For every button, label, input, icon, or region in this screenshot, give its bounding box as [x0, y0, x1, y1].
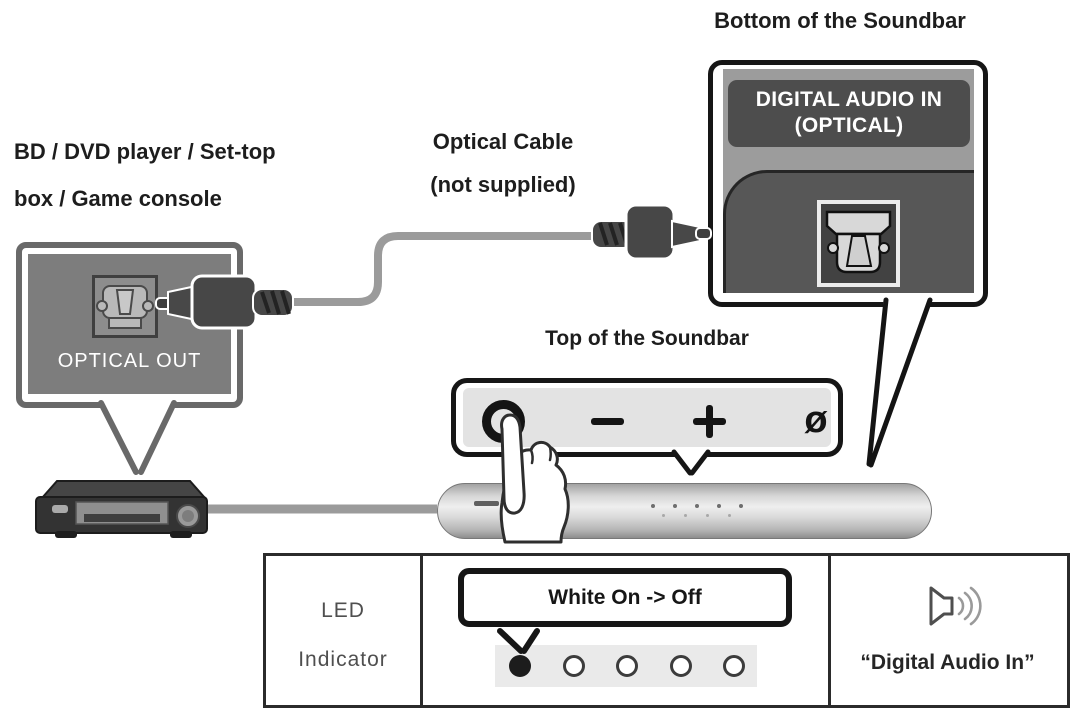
toslink-connector-right-icon [591, 203, 712, 261]
led-indicator-row-header: LED Indicator [266, 586, 420, 684]
led-indicator-1-on [509, 655, 531, 677]
soundbar-led-dot [717, 504, 721, 508]
soundbar-led-dot [739, 504, 743, 508]
dvd-player-illustration [35, 480, 208, 538]
optical-out-label: OPTICAL OUT [57, 350, 202, 372]
source-device-callout-box: OPTICAL OUT [16, 242, 243, 408]
digital-audio-in-label-line2: (OPTICAL) [794, 114, 904, 137]
soundbar-led-dot [728, 514, 731, 517]
led-indicator-table: LED Indicator White On -> Off “Digital A… [263, 553, 1070, 708]
optical-cable-title-line1: Optical Cable [432, 129, 574, 154]
led-indicator-row-header-line2: Indicator [298, 648, 388, 671]
source-device-title-line2: box / Game console [14, 186, 222, 211]
led-strip [495, 645, 757, 687]
speaker-icon [915, 580, 995, 636]
led-indicator-5-off [723, 655, 745, 677]
top-of-soundbar-title: Top of the Soundbar [545, 327, 749, 350]
soundbar-slot-mark [474, 501, 499, 506]
optical-cable-title-line2: (not supplied) [430, 172, 576, 197]
mic-off-symbol: ø [804, 399, 828, 441]
table-divider [828, 556, 831, 705]
soundbar-top-panel-callout: ø [451, 378, 843, 457]
soundbar-led-dot [684, 514, 687, 517]
soundbar-led-dot [706, 514, 709, 517]
source-device-title-line1: BD / DVD player / Set-top [14, 139, 276, 164]
led-indicator-3-off [616, 655, 638, 677]
led-indicator-row-header-line1: LED [321, 599, 365, 622]
digital-audio-in-label-line1: DIGITAL AUDIO IN [755, 88, 943, 111]
soundbar-bottom-callout-box: DIGITAL AUDIO IN (OPTICAL) [708, 60, 988, 307]
voice-prompt-text: “Digital Audio In” [860, 651, 1035, 674]
optical-cable [294, 232, 596, 306]
soundbar-top-panel-surface: ø [463, 388, 831, 447]
led-indicator-2-off [562, 655, 585, 677]
soundbar-led-dot [673, 504, 677, 508]
optical-cable-title: Optical Cable (not supplied) [393, 120, 613, 206]
digital-audio-in-label: DIGITAL AUDIO IN (OPTICAL) [728, 80, 970, 147]
soundbar-illustration [437, 483, 932, 539]
optical-in-port-icon [817, 200, 900, 287]
callout-pointer-digital-audio-in [866, 296, 933, 468]
soundbar-led-dot [662, 514, 665, 517]
source-device-panel: OPTICAL OUT [28, 254, 231, 394]
led-state-callout: White On -> Off [458, 568, 792, 627]
soundbar-bottom-panel: DIGITAL AUDIO IN (OPTICAL) [723, 69, 974, 293]
table-divider [420, 556, 423, 705]
soundbar-led-dot [695, 504, 699, 508]
bottom-of-soundbar-title: Bottom of the Soundbar [714, 8, 966, 33]
volume-down-icon [591, 418, 624, 425]
callout-pointer-source [98, 400, 177, 475]
led-indicator-4-off [669, 655, 692, 677]
soundbar-led-dot [651, 504, 655, 508]
optical-out-port-icon [92, 275, 158, 338]
source-device-title: BD / DVD player / Set-top box / Game con… [14, 128, 344, 222]
multi-function-button-icon [482, 400, 525, 443]
volume-up-icon-vertical-bar [706, 405, 713, 438]
